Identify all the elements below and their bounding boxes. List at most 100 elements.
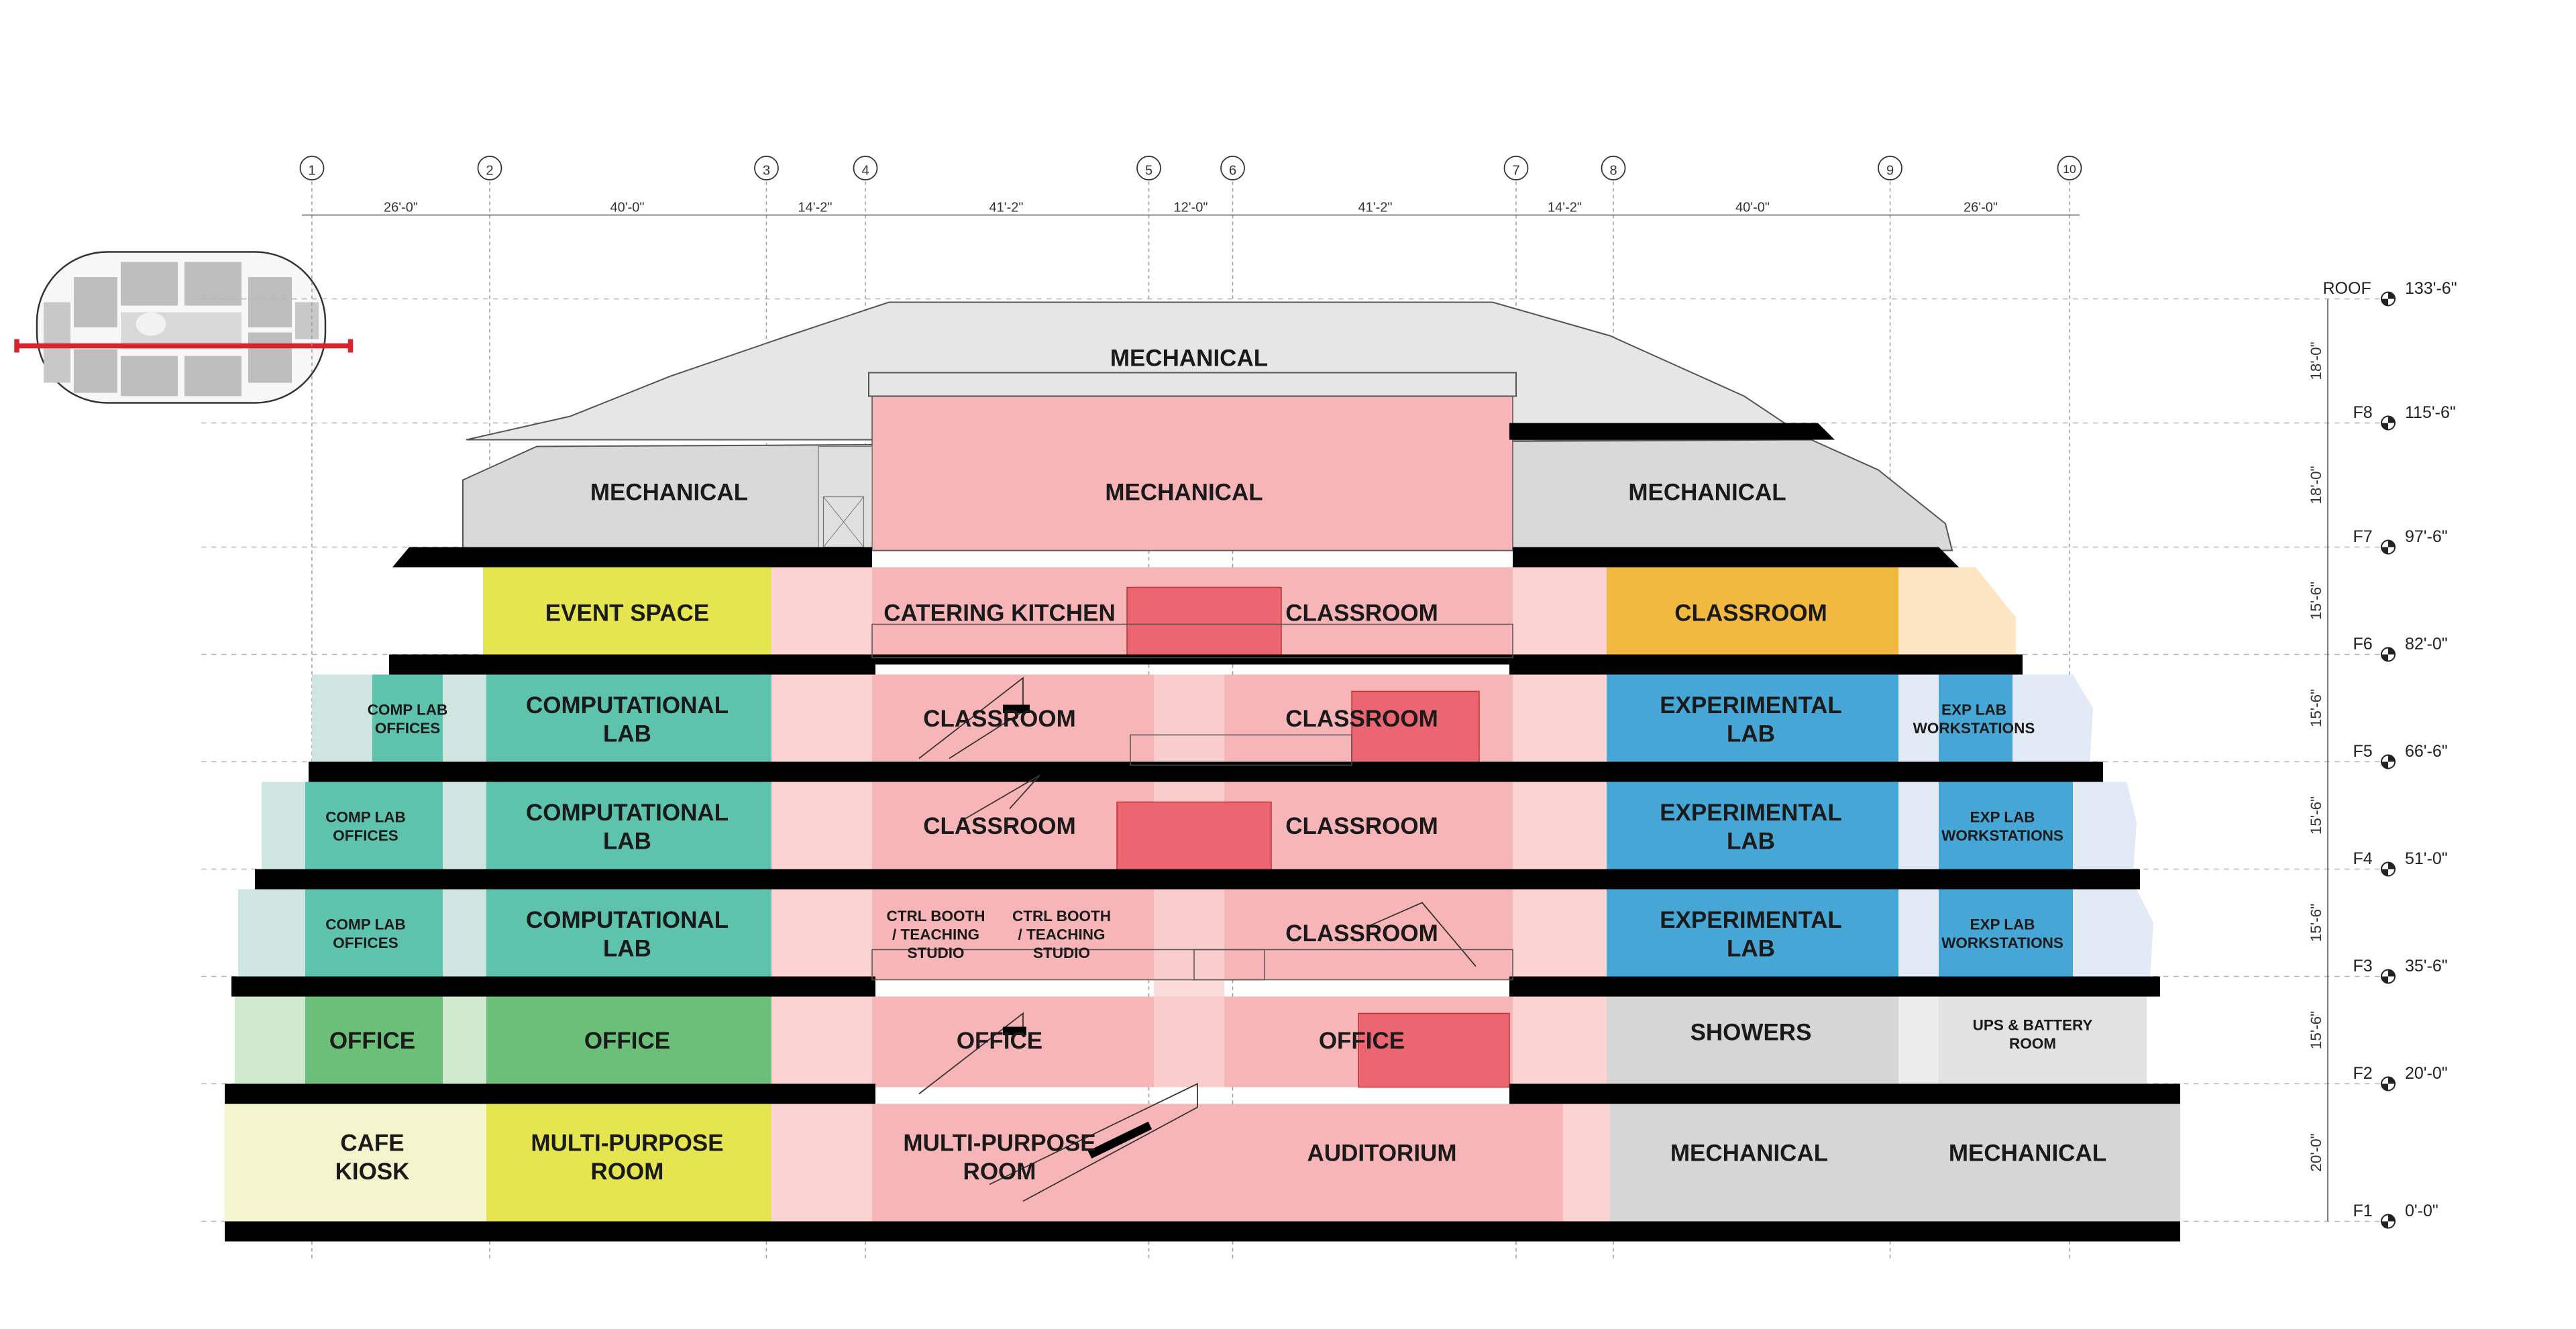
- label-classroom: CLASSROOM: [923, 813, 1076, 839]
- grid-label: 2: [486, 164, 493, 178]
- stairs: [918, 676, 1477, 1202]
- label-multipurpose-room: MULTI-PURPOSE: [531, 1130, 723, 1157]
- label-f7-mechanical-center: MECHANICAL: [1105, 480, 1263, 506]
- label-comp-lab-offices: OFFICES: [333, 935, 398, 951]
- floor-height: 15'-6": [2308, 904, 2324, 942]
- floor-height: 18'-0": [2308, 341, 2324, 380]
- drawing-element: [392, 547, 872, 568]
- datum-icon: [2381, 1214, 2396, 1229]
- drawing-element: [1939, 996, 2147, 1087]
- drawing-element: [1003, 1026, 1026, 1035]
- label-ups-battery: UPS & BATTERY: [1973, 1017, 2093, 1034]
- drawing-element: [1939, 782, 2073, 873]
- floor-height: 15'-6": [2308, 582, 2324, 620]
- datum-icon: [2381, 1076, 2396, 1092]
- drawing-element: [2381, 416, 2395, 430]
- feature-walls: [1116, 586, 1510, 1088]
- drawing-element: [2381, 292, 2395, 306]
- drawing-element: [1116, 801, 1272, 873]
- drawing-element: [771, 996, 872, 1087]
- drawing-element: [1509, 976, 2160, 997]
- drawing-element: [1368, 902, 1477, 967]
- grid-dim: 41'-2": [989, 201, 1024, 215]
- grid-dim: 14'-2": [1548, 201, 1582, 215]
- drawing-element: [2381, 540, 2395, 554]
- datum-icon: [2381, 861, 2396, 877]
- label-ctrl-booth: CTRL BOOTH: [886, 908, 985, 924]
- label-experimental-lab: LAB: [1727, 936, 1775, 962]
- section-cut-line: [14, 339, 354, 353]
- drawing-element: [238, 889, 305, 980]
- drawing-element: [312, 674, 372, 765]
- drawing-element: [1509, 423, 1835, 440]
- drawing-element: [1003, 704, 1030, 713]
- drawing-element: [486, 1104, 771, 1225]
- drawing-element: [872, 654, 1513, 665]
- drawing-element: [262, 782, 305, 873]
- level-name: F5: [2353, 742, 2373, 761]
- label-ctrl-booth: STUDIO: [907, 945, 964, 961]
- drawing-element: [1351, 690, 1480, 766]
- drawing-element: [483, 567, 771, 658]
- drawing-element: [1513, 996, 1610, 1087]
- label-computational-lab: LAB: [603, 721, 651, 747]
- grid-dim: 40'-0": [610, 201, 645, 215]
- label-classroom: CLASSROOM: [1285, 920, 1438, 947]
- drawing-element: [1878, 156, 1902, 180]
- label-computational-lab: LAB: [603, 936, 651, 962]
- grid-label: 6: [1229, 164, 1236, 178]
- label-ctrl-booth: CTRL BOOTH: [1012, 908, 1111, 924]
- label-exp-workstations: EXP LAB: [1941, 702, 2006, 719]
- drawing-element: [309, 761, 875, 782]
- grid-label: 5: [1145, 164, 1152, 178]
- drawing-element: [1601, 156, 1626, 180]
- drawing-element: [2381, 1214, 2395, 1228]
- level-name: F8: [2353, 403, 2373, 422]
- drawing-element: [989, 1083, 1198, 1202]
- datum-icon: [2381, 539, 2396, 555]
- drawing-element: [1003, 704, 1152, 1159]
- level-elevation: 133'-6": [2405, 279, 2457, 298]
- drawing-element: [235, 996, 305, 1087]
- label-classroom: CLASSROOM: [923, 706, 1076, 732]
- label-office: OFFICE: [329, 1028, 415, 1054]
- drawing-element: [1509, 1083, 2180, 1104]
- drawing-element: [305, 782, 443, 873]
- drawing-element: [872, 1104, 1228, 1225]
- drawing-element: [248, 277, 292, 327]
- label-exp-workstations: WORKSTATIONS: [1941, 827, 2063, 844]
- level-markers: ROOF 133'-6" F8 115'-6" F7 97'-6" F6 82'…: [2323, 279, 2457, 1220]
- drawing-element: [1126, 586, 1282, 659]
- label-experimental-lab: LAB: [1727, 829, 1775, 855]
- label-office: OFFICE: [584, 1028, 670, 1054]
- label-f7-mechanical-right: MECHANICAL: [1628, 480, 1786, 506]
- drawing-element: [477, 156, 502, 180]
- level-elevation: 35'-6": [2405, 957, 2448, 975]
- label-experimental-lab: EXPERIMENTAL: [1660, 692, 1842, 719]
- drawing-element: [184, 262, 241, 306]
- drawing-element: [1607, 996, 1898, 1087]
- label-roof-mechanical: MECHANICAL: [1110, 345, 1268, 372]
- grid-label: 1: [308, 164, 315, 178]
- grid-bubbles: 1 2 3 4 5 6 7 8 9 10: [299, 156, 2082, 180]
- level-elevation: 20'-0": [2405, 1064, 2448, 1083]
- drawing-element: [299, 156, 325, 180]
- drawing-element: [1130, 734, 1352, 766]
- drawing-element: [372, 674, 443, 765]
- datum-icon: [2381, 754, 2396, 769]
- floor-slabs: [225, 423, 2180, 1242]
- drawing-element: [1939, 674, 2012, 765]
- grid-label: 9: [1886, 164, 1894, 178]
- drawing-element: [871, 949, 1513, 981]
- drawing-element: [868, 372, 1517, 397]
- drawing-element: [1607, 674, 1898, 765]
- label-computational-lab: LAB: [603, 829, 651, 855]
- drawing-element: [2381, 1077, 2395, 1091]
- floor-height: 15'-6": [2308, 1011, 2324, 1049]
- key-plan: [14, 251, 354, 404]
- drawing-element: [1895, 1104, 2180, 1225]
- label-multipurpose-room: MULTI-PURPOSE: [903, 1130, 1095, 1157]
- drawing-element: [1513, 567, 1610, 658]
